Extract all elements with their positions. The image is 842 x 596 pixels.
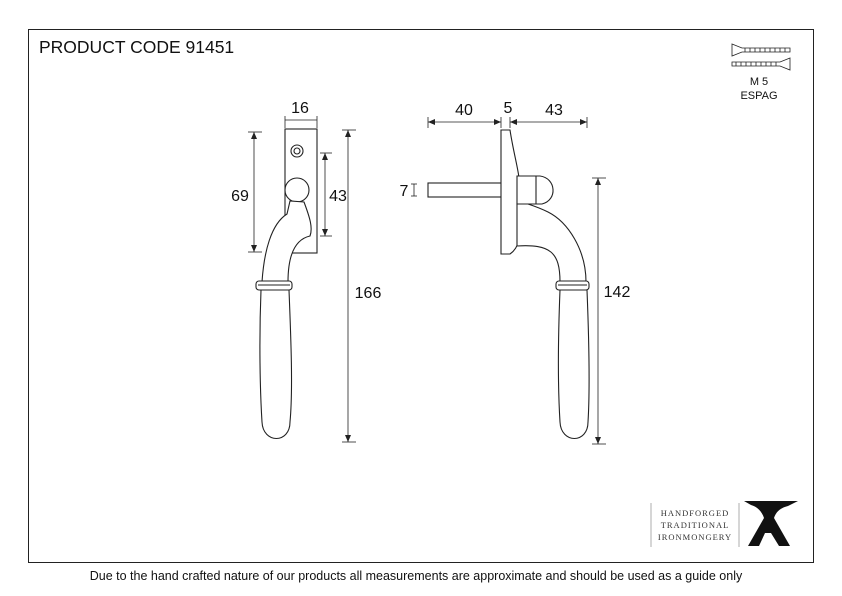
disclaimer-footer: Due to the hand crafted nature of our pr… xyxy=(89,569,743,583)
front-dimensions xyxy=(248,116,356,443)
side-handle-neck xyxy=(516,203,587,283)
side-handle-boss xyxy=(516,175,554,205)
dim-handle-offset: 43 xyxy=(329,188,347,205)
dim-spindle-height: 69 xyxy=(231,188,249,205)
drawing-frame xyxy=(28,29,814,563)
side-backplate xyxy=(500,129,520,255)
logo-line-2: TRADITIONAL xyxy=(661,520,730,530)
side-handle-lever xyxy=(557,289,590,439)
dim-spindle-length: 40 xyxy=(455,102,473,119)
dim-projection: 43 xyxy=(545,102,563,119)
anvil-logo-icon xyxy=(744,501,798,546)
dim-handle-length: 142 xyxy=(604,284,631,301)
front-handle-boss xyxy=(284,177,310,203)
product-code-title: PRODUCT CODE 91451 xyxy=(39,37,234,57)
side-spindle xyxy=(427,182,503,198)
side-dimensions xyxy=(411,117,606,445)
logo-line-3: IRONMONGERY xyxy=(658,532,732,542)
screw-size-label: M 5 xyxy=(750,76,768,88)
dim-overall-height: 166 xyxy=(355,285,382,302)
dim-spindle-size: 7 xyxy=(400,183,409,200)
front-handle-lever xyxy=(259,289,293,439)
front-view xyxy=(255,128,318,439)
dim-plate-thickness: 5 xyxy=(504,100,513,117)
screw-type-label: ESPAG xyxy=(740,90,777,102)
front-handle-neck xyxy=(261,200,312,283)
dim-plate-width: 16 xyxy=(291,100,309,117)
screw-icon xyxy=(731,43,791,71)
logo-line-1: HANDFORGED xyxy=(661,508,730,518)
side-view xyxy=(427,129,590,439)
